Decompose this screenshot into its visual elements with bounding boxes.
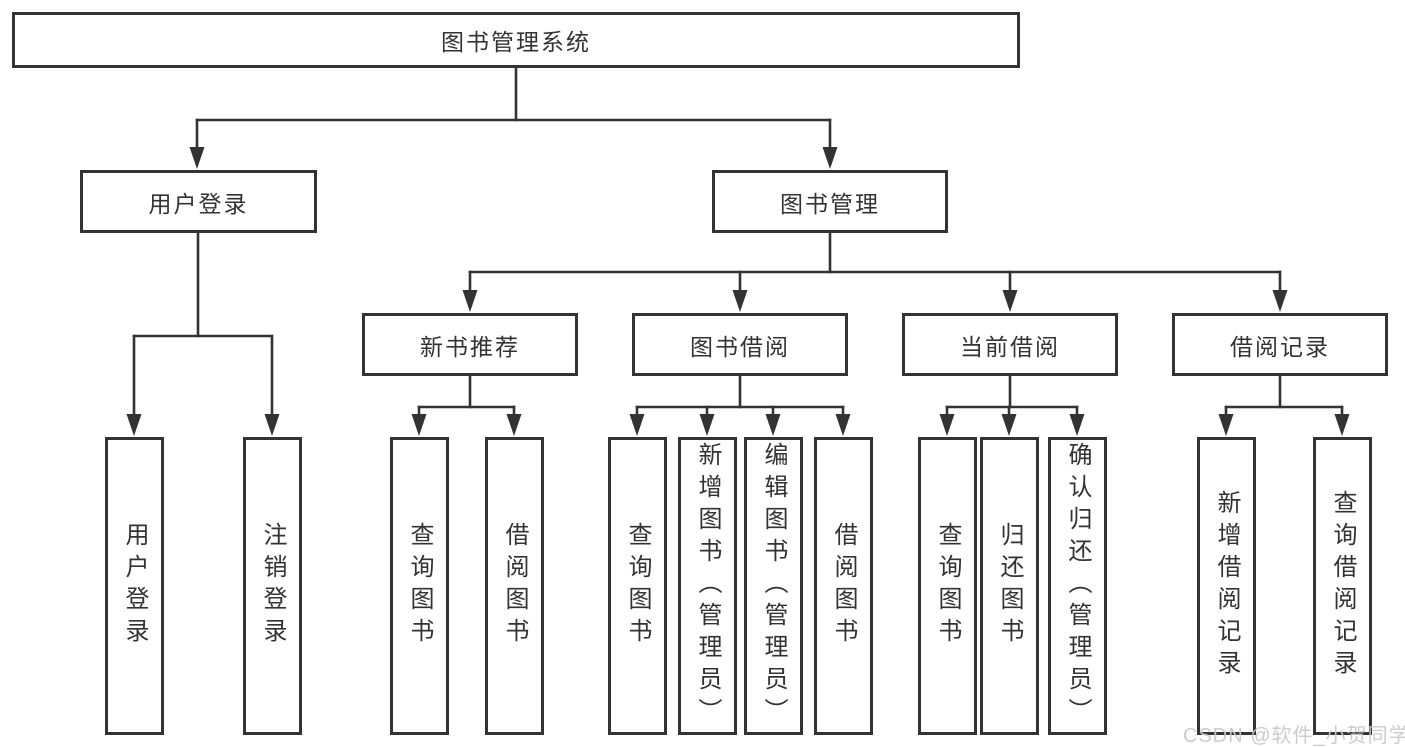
leaf-borrow-books-recommend: 借阅图书 — [484, 437, 544, 735]
node-book-borrowing: 图书借阅 — [632, 313, 848, 376]
leaf-add-books-admin: 新增图书（管理员） — [677, 437, 737, 735]
leaf-borrow-books: 借阅图书 — [813, 437, 873, 735]
node-current-borrowing: 当前借阅 — [902, 313, 1118, 376]
leaf-add-borrow-record: 新增借阅记录 — [1196, 437, 1256, 735]
leaf-confirm-return-admin: 确认归还（管理员） — [1047, 437, 1107, 735]
leaf-query-books-current: 查询图书 — [917, 437, 977, 735]
leaf-query-books-recommend: 查询图书 — [389, 437, 449, 735]
leaf-logout: 注销登录 — [242, 437, 302, 735]
leaf-query-books-borrowing: 查询图书 — [607, 437, 667, 735]
node-borrowing-records: 借阅记录 — [1172, 313, 1388, 376]
node-new-book-recommendation: 新书推荐 — [362, 313, 578, 376]
node-user-login: 用户登录 — [80, 170, 317, 233]
watermark-text: CSDN @软件_小贺同学 — [1183, 725, 1405, 747]
leaf-edit-books-admin: 编辑图书（管理员） — [743, 437, 803, 735]
leaf-query-borrow-record: 查询借阅记录 — [1312, 437, 1372, 735]
leaf-return-books: 归还图书 — [979, 437, 1039, 735]
node-book-management: 图书管理 — [712, 170, 948, 233]
node-library-management-system: 图书管理系统 — [12, 12, 1020, 68]
leaf-user-login: 用户登录 — [104, 437, 164, 735]
